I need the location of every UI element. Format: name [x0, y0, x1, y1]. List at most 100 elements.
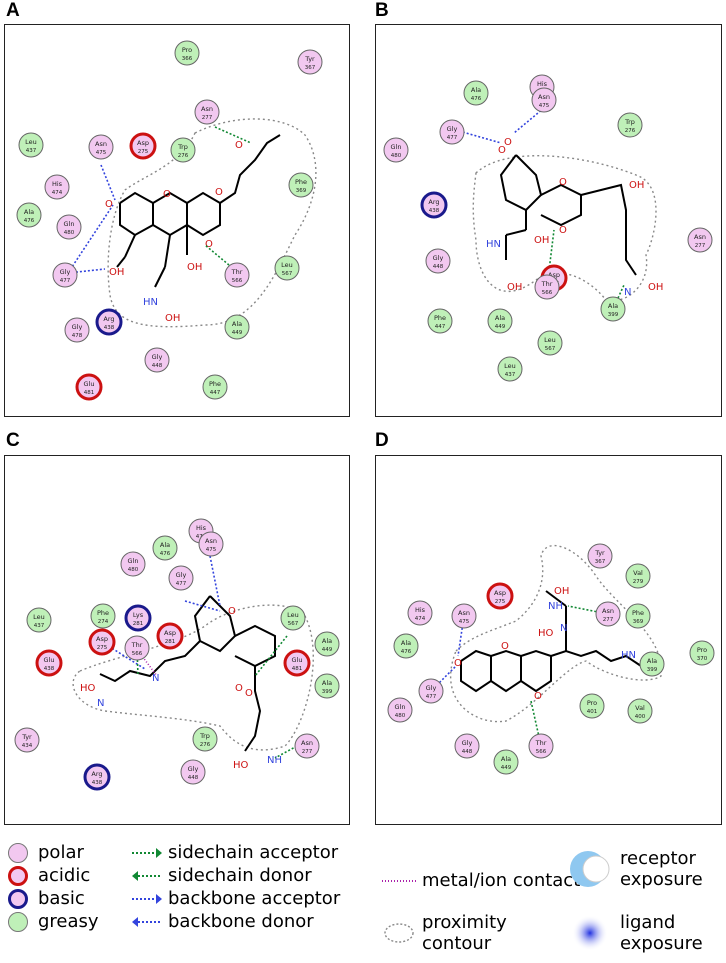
residue-number: 475: [459, 619, 470, 625]
residue-name: Tyr: [304, 55, 315, 63]
residue-name: His: [537, 80, 548, 88]
residue-circle: [314, 673, 340, 699]
residue-name: Pro: [587, 699, 597, 707]
greasy-swatch-icon: [8, 911, 28, 932]
residue-circle: [90, 603, 116, 629]
residue-number: 277: [302, 749, 313, 755]
residue-circle: [224, 314, 250, 340]
svg-text:HN: HN: [486, 239, 501, 250]
residue-circle: [627, 698, 653, 724]
residue-name: Phe: [97, 609, 109, 617]
residue-circle: [297, 49, 323, 75]
residue-number: 367: [305, 65, 316, 71]
svg-text:O: O: [559, 177, 567, 188]
svg-text:OH: OH: [507, 282, 522, 293]
residue-name: Phe: [209, 380, 221, 388]
residue-circle: [14, 727, 40, 753]
residue-number: 449: [501, 765, 512, 771]
residue-name: Glu: [292, 656, 303, 664]
residue-circle: [427, 308, 453, 334]
residue-name: Ala: [608, 302, 618, 310]
residue-name: Ala: [160, 541, 170, 549]
residue-number: 399: [322, 689, 333, 695]
residue-circle: [26, 607, 52, 633]
svg-text:HN: HN: [143, 297, 158, 308]
residue-name: Leu: [504, 362, 516, 370]
residue-circle: [129, 132, 157, 160]
residue-number: 566: [232, 278, 243, 284]
residue-number: 399: [608, 312, 619, 318]
residue-number: 438: [92, 780, 103, 786]
residue-name: Gly: [462, 739, 473, 747]
legend-metal-ion-contact: metal/ion contact: [382, 870, 580, 891]
residue-number: 274: [98, 619, 109, 625]
residue-name: Arg: [103, 315, 114, 323]
legend-acidic: acidic: [8, 865, 90, 886]
residue-circle: [383, 137, 409, 163]
legend-proximity-label-2: contour: [422, 933, 492, 954]
svg-text:O: O: [504, 137, 512, 148]
svg-text:HO: HO: [538, 628, 554, 639]
residue-number: 476: [401, 649, 412, 655]
residue-name: Trp: [199, 732, 210, 740]
residue-number: 448: [433, 264, 444, 270]
residue-number: 400: [635, 714, 646, 720]
residue-number: 437: [34, 623, 45, 629]
residue-circle: [224, 262, 250, 288]
residue-name: Phe: [434, 314, 446, 322]
residue-circle: [294, 733, 320, 759]
legend-acidic-label: acidic: [38, 865, 91, 886]
residue-circle: [528, 733, 554, 759]
residue-circle: [174, 40, 200, 66]
legend-backbone-donor: backbone donor: [132, 911, 314, 932]
residue-name: Glu: [84, 380, 95, 388]
residue-name: Ala: [322, 637, 332, 645]
residue-circle: [194, 99, 220, 125]
residue-circle: [88, 628, 116, 656]
svg-text:O: O: [235, 140, 243, 151]
residue-name: Asn: [602, 607, 614, 615]
residue-name: Asn: [201, 105, 213, 113]
residue-circle: [420, 191, 448, 219]
legend-sidechain-acceptor: sidechain acceptor: [132, 842, 338, 863]
residue-name: Ala: [647, 657, 657, 665]
svg-text:HO: HO: [80, 683, 96, 694]
residue-name: Ala: [24, 208, 34, 216]
basic-swatch-icon: [8, 888, 28, 909]
legend-receptor-label-1: receptor: [620, 848, 696, 869]
residue-number: 476: [24, 218, 35, 224]
residue-name: Gly: [72, 323, 83, 331]
residue-circle: [283, 649, 311, 677]
svg-text:O: O: [454, 658, 462, 669]
residue-number: 279: [633, 579, 644, 585]
residue-number: 449: [232, 330, 243, 336]
residue-number: 480: [395, 713, 406, 719]
residue-circle: [35, 649, 63, 677]
residue-name: Leu: [287, 611, 299, 619]
residue-circle: [407, 600, 433, 626]
svg-text:OH: OH: [534, 235, 549, 246]
residue-circle: [595, 601, 621, 627]
legend-sidechain-donor: sidechain donor: [132, 865, 312, 886]
legend-sidechain-donor-label: sidechain donor: [168, 865, 312, 886]
residue-number: 474: [415, 616, 426, 622]
